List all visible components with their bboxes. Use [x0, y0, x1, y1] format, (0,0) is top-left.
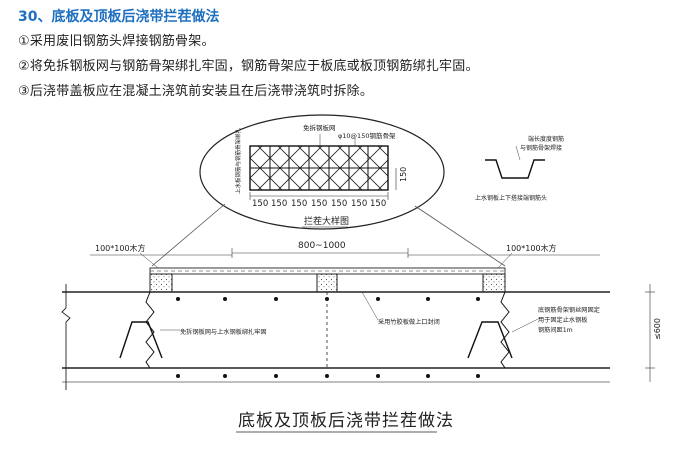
- timber-block-mid: [316, 273, 338, 293]
- spacing-label: 150: [351, 199, 367, 209]
- construction-drawing: 150 150 150 150 150 150 150 150 免拆钢板网 φ1…: [61, 114, 662, 433]
- spacing-label: 150: [271, 199, 287, 209]
- hook-upper-label-2: 与钢筋骨架焊接: [520, 144, 562, 152]
- step-3-text: ③后浇带盖板应在混凝土浇筑前安装且在后浇带浇筑时拆除。: [18, 84, 374, 99]
- spacing-label: 150: [370, 199, 386, 209]
- hook-detail: 端长度度钢筋 与钢筋骨架焊接 上水钢板上下搭接端钢筋头: [475, 135, 564, 202]
- right-note-1: 底钢筋骨架钢丝网固定: [538, 306, 600, 314]
- span-dim: 800~1000: [298, 241, 346, 251]
- right-note-2: 用于固定止水钢板: [538, 316, 588, 324]
- mesh-label: 免拆钢板网: [303, 123, 336, 132]
- right-note-3: 钢筋间距1m: [538, 326, 573, 334]
- section-height-dim: ≤600: [653, 318, 662, 340]
- spacing-label: 150: [252, 199, 268, 209]
- frame-right: [467, 321, 513, 359]
- side-vertical-label: 上水板钢筋与钢筋骨架绑扎: [234, 127, 242, 194]
- spacing-label: 150: [311, 199, 327, 209]
- frame-left: [119, 321, 163, 359]
- timber-block-right: [482, 273, 506, 293]
- detail-height-dim: 150: [399, 167, 408, 182]
- hook-lower-label: 上水钢板上下搭接端钢筋头: [475, 194, 547, 202]
- drawing-title: 底板及顶板后浇带拦茬做法: [238, 411, 454, 431]
- spacing-label: 150: [331, 199, 347, 209]
- mid-note: 采用竹胶板做上口封闭: [378, 318, 440, 326]
- detail-ellipse: [199, 114, 445, 230]
- detail-caption: 拦茬大样图: [304, 215, 349, 227]
- section-heading: 30、底板及顶板后浇带拦茬做法: [18, 9, 220, 25]
- cover-right-label: 100*100木方: [506, 243, 557, 253]
- mesh-left: [145, 291, 155, 369]
- rebar-spec-label: φ10@150钢筋骨架: [338, 131, 396, 140]
- step-2-text: ②将免拆钢板网与钢筋骨架绑扎牢固，钢筋骨架应于板底或板顶钢筋绑扎牢固。: [18, 59, 479, 74]
- hook-upper-label: 端长度度钢筋: [528, 135, 564, 143]
- mesh-right: [500, 291, 510, 369]
- step-1-text: ①采用废旧钢筋头焊接钢筋骨架。: [18, 34, 215, 49]
- timber-block-left: [149, 273, 173, 293]
- left-note: 免拆钢板网与上水钢板绑扎牢固: [180, 328, 267, 336]
- spacing-label: 150: [291, 199, 307, 209]
- steel-mesh-grid: [249, 145, 389, 191]
- cover-left-label: 100*100木方: [95, 243, 146, 253]
